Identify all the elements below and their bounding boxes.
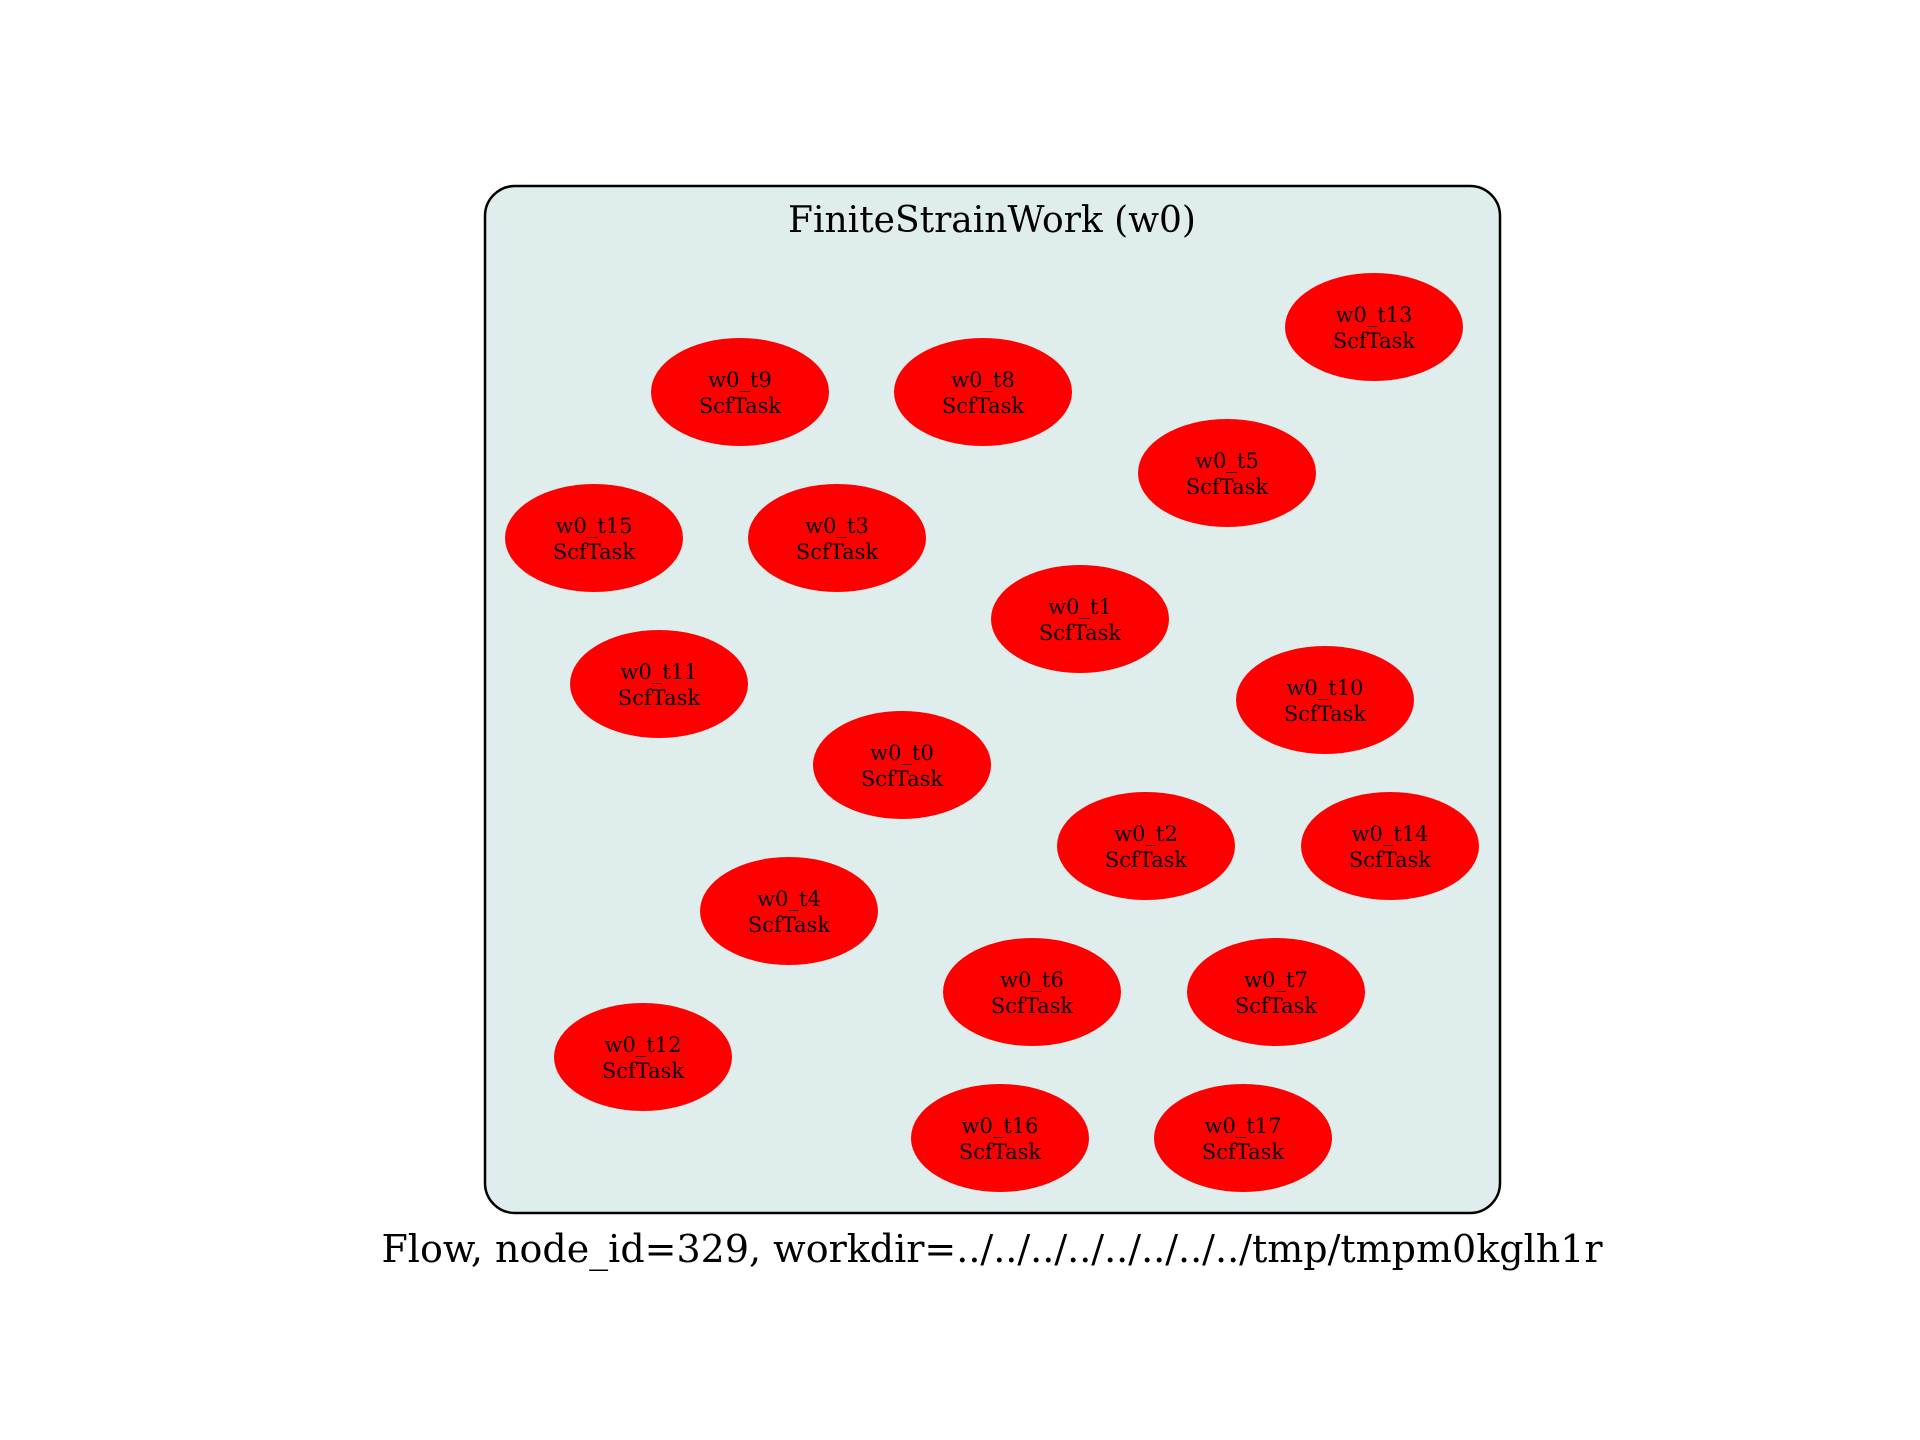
nodes-layer: w0_t13ScfTaskw0_t9ScfTaskw0_t8ScfTaskw0_…	[505, 273, 1479, 1192]
task-node-type-label: ScfTask	[699, 394, 782, 418]
task-node-ellipse	[813, 711, 991, 819]
task-node-id-label: w0_t4	[757, 887, 821, 911]
task-node-ellipse	[570, 630, 748, 738]
task-node-type-label: ScfTask	[602, 1059, 685, 1083]
task-node-id-label: w0_t6	[1000, 968, 1064, 992]
task-node-id-label: w0_t15	[556, 514, 633, 538]
task-node-type-label: ScfTask	[861, 767, 944, 791]
task-node-ellipse	[991, 565, 1169, 673]
task-node-id-label: w0_t8	[951, 368, 1015, 392]
task-node-id-label: w0_t0	[870, 741, 934, 765]
task-node-type-label: ScfTask	[942, 394, 1025, 418]
task-node-type-label: ScfTask	[1105, 848, 1188, 872]
task-node-id-label: w0_t1	[1048, 595, 1112, 619]
task-node-id-label: w0_t2	[1114, 822, 1178, 846]
task-node-id-label: w0_t13	[1336, 303, 1413, 327]
task-node-type-label: ScfTask	[1235, 994, 1318, 1018]
task-node-type-label: ScfTask	[1349, 848, 1432, 872]
task-node-type-label: ScfTask	[1202, 1140, 1285, 1164]
task-node-ellipse	[554, 1003, 732, 1111]
task-node-ellipse	[1236, 646, 1414, 754]
task-node-ellipse	[943, 938, 1121, 1046]
task-node-ellipse	[894, 338, 1072, 446]
task-node-ellipse	[748, 484, 926, 592]
task-node-ellipse	[1057, 792, 1235, 900]
task-node-id-label: w0_t16	[962, 1114, 1039, 1138]
task-node-ellipse	[1301, 792, 1479, 900]
task-node-ellipse	[1154, 1084, 1332, 1192]
task-node-id-label: w0_t17	[1205, 1114, 1282, 1138]
task-node-ellipse	[911, 1084, 1089, 1192]
task-node-id-label: w0_t7	[1244, 968, 1308, 992]
task-node-type-label: ScfTask	[959, 1140, 1042, 1164]
task-node-ellipse	[1187, 938, 1365, 1046]
task-node-ellipse	[651, 338, 829, 446]
task-node-ellipse	[505, 484, 683, 592]
task-node-type-label: ScfTask	[991, 994, 1074, 1018]
task-node-type-label: ScfTask	[1039, 621, 1122, 645]
task-node-id-label: w0_t3	[805, 514, 869, 538]
task-node-type-label: ScfTask	[618, 686, 701, 710]
task-node-id-label: w0_t9	[708, 368, 772, 392]
task-node-id-label: w0_t11	[621, 660, 698, 684]
task-node-type-label: ScfTask	[796, 540, 879, 564]
task-node-type-label: ScfTask	[1333, 329, 1416, 353]
task-node-id-label: w0_t10	[1287, 676, 1364, 700]
task-node-id-label: w0_t12	[605, 1033, 682, 1057]
task-node-ellipse	[1285, 273, 1463, 381]
task-node-type-label: ScfTask	[553, 540, 636, 564]
task-node-ellipse	[700, 857, 878, 965]
task-node-id-label: w0_t5	[1195, 449, 1259, 473]
task-node-type-label: ScfTask	[1186, 475, 1269, 499]
task-node-ellipse	[1138, 419, 1316, 527]
cluster-title: FiniteStrainWork (w0)	[788, 200, 1196, 241]
task-node-type-label: ScfTask	[1284, 702, 1367, 726]
task-node-id-label: w0_t14	[1352, 822, 1429, 846]
task-node-type-label: ScfTask	[748, 913, 831, 937]
graph-label: Flow, node_id=329, workdir=../../../../.…	[381, 1227, 1603, 1272]
